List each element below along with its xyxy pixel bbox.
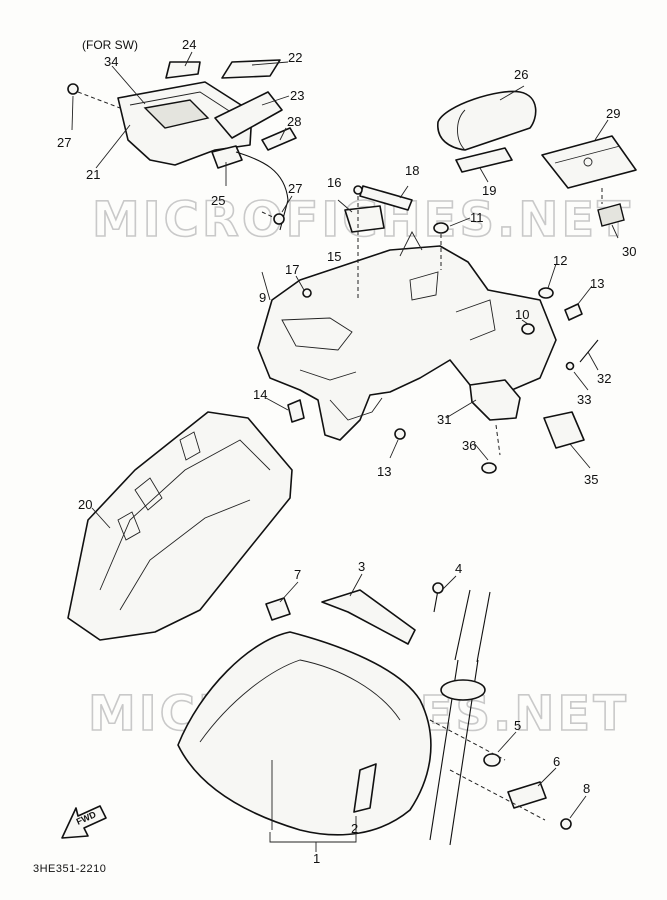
plate-29 (541, 135, 637, 189)
screw-27-right (273, 213, 285, 225)
callout-4: 4 (455, 561, 462, 576)
callout-18: 18 (405, 163, 419, 178)
fender-stay-3 (321, 589, 416, 645)
callout-6: 6 (553, 754, 560, 769)
grommet-5 (483, 753, 501, 767)
callout-13-lower: 13 (377, 464, 391, 479)
bolt-16 (353, 185, 363, 195)
callout-3: 3 (358, 559, 365, 574)
callout-labels: (FOR SW) 1 2 3 4 5 6 7 8 9 10 11 12 13 1… (57, 37, 636, 866)
callout-27-left: 27 (57, 135, 71, 150)
clip-7 (265, 597, 291, 621)
callout-5: 5 (514, 718, 521, 733)
callout-12: 12 (553, 253, 567, 268)
inner-fender-20 (67, 411, 293, 641)
callout-24: 24 (182, 37, 196, 52)
bolt-13-lower (394, 428, 406, 440)
nut-36 (481, 462, 497, 474)
callout-22: 22 (288, 50, 302, 65)
leader-lines (71, 51, 619, 852)
rear-fender-assembly (257, 185, 599, 441)
seat-cover-26 (437, 90, 537, 151)
emblem-22 (221, 59, 281, 79)
nut-10 (521, 323, 535, 335)
clamp-6 (507, 781, 547, 809)
callout-15: 15 (327, 249, 341, 264)
callout-7: 7 (294, 567, 301, 582)
callout-28: 28 (287, 114, 301, 129)
grommet-25 (211, 145, 243, 169)
fork-seal (440, 679, 486, 701)
screw-27-left (67, 83, 79, 95)
callout-31: 31 (437, 412, 451, 427)
callout-19: 19 (482, 183, 496, 198)
callout-14: 14 (253, 387, 267, 402)
for-sw-note: (FOR SW) (82, 38, 138, 52)
callout-1: 1 (313, 851, 320, 866)
damper-11 (433, 222, 449, 234)
inner-fender-assembly (67, 411, 293, 641)
callout-35: 35 (584, 472, 598, 487)
callout-34: 34 (104, 54, 118, 69)
nut-17 (302, 288, 312, 298)
callout-8: 8 (583, 781, 590, 796)
band-19 (455, 147, 513, 173)
callout-11: 11 (470, 210, 484, 225)
seat-parts-group (437, 90, 637, 227)
diagram-code: 3HE351-2210 (33, 863, 106, 875)
callout-32: 32 (597, 371, 611, 386)
cover-emblem-34 (143, 99, 210, 129)
callout-27-right: 27 (288, 181, 302, 196)
callout-16: 16 (327, 175, 341, 190)
reflector-35 (543, 411, 585, 449)
decal-2 (353, 763, 377, 813)
callout-23: 23 (290, 88, 304, 103)
callout-20: 20 (78, 497, 92, 512)
clip-14 (287, 399, 305, 423)
bracket-28 (261, 127, 297, 151)
callout-13-right: 13 (590, 276, 604, 291)
washer-33 (565, 361, 575, 371)
front-fender-1 (177, 631, 432, 836)
screw-32 (579, 339, 599, 363)
front-fender-assembly (177, 582, 572, 846)
callout-36: 36 (462, 438, 476, 453)
callout-10: 10 (515, 307, 529, 322)
callout-29: 29 (606, 106, 620, 121)
callout-26: 26 (514, 67, 528, 82)
nut-12 (538, 287, 554, 299)
callout-17: 17 (285, 262, 299, 277)
bracket-15 (344, 205, 385, 233)
callout-33: 33 (577, 392, 591, 407)
reflector-group (469, 379, 585, 474)
pad-30 (597, 203, 625, 227)
callout-9: 9 (259, 290, 266, 305)
callout-2: 2 (351, 821, 358, 836)
bolt-13-right (564, 303, 583, 321)
callout-21: 21 (86, 167, 100, 182)
fwd-arrow-icon: FWD (61, 805, 107, 839)
callout-30: 30 (622, 244, 636, 259)
emblem-24 (165, 61, 201, 79)
callout-25: 25 (211, 193, 225, 208)
bolt-8 (560, 818, 572, 830)
